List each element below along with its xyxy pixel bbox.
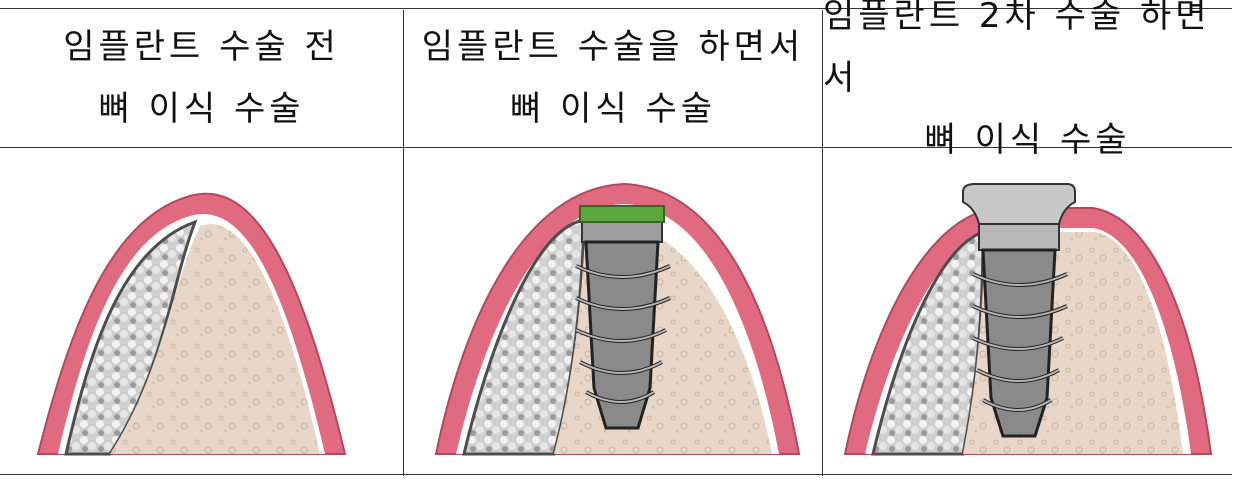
illustration-panel-3	[823, 148, 1232, 468]
column-header-3: 임플란트 2차 수술 하면서 뼈 이식 수술	[823, 0, 1232, 160]
header-title-line1: 임플란트 수술을 하면서	[421, 27, 805, 67]
header-divider	[0, 147, 1232, 148]
column-header-1: 임플란트 수술 전 뼈 이식 수술	[0, 10, 403, 146]
jaw-bone	[110, 224, 320, 454]
column-divider-2	[822, 10, 823, 476]
dental-implant	[575, 221, 671, 430]
table-top-border	[0, 8, 1232, 9]
cover-screw	[579, 205, 665, 223]
header-title-line2: 뼈 이식 수술	[98, 89, 305, 129]
bone-graft	[64, 219, 198, 456]
header-title-line1: 임플란트 2차 수술 하면서	[823, 0, 1211, 98]
column-header-2: 임플란트 수술을 하면서 뼈 이식 수술	[404, 10, 822, 146]
illustration-panel-2	[404, 148, 822, 468]
table-bottom-border	[0, 474, 1232, 475]
header-title-line2: 뼈 이식 수술	[924, 120, 1131, 160]
header-title-line1: 임플란트 수술 전	[63, 27, 340, 67]
column-divider-1	[403, 10, 404, 476]
healing-abutment	[962, 183, 1076, 225]
illustration-panel-1	[0, 148, 403, 468]
header-title-line2: 뼈 이식 수술	[509, 89, 716, 129]
